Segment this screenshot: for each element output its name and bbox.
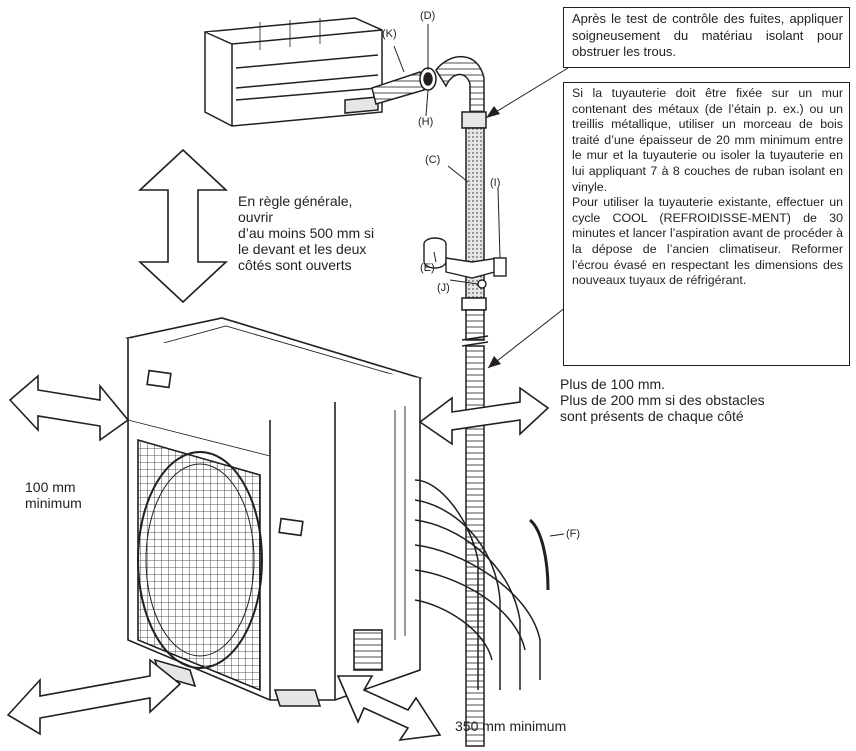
side-clearance-line-2: Plus de 200 mm si des obstacles bbox=[560, 392, 765, 408]
outdoor-unit bbox=[124, 317, 423, 707]
label-e: (E) bbox=[420, 262, 435, 274]
side-clearance-line-1: Plus de 100 mm. bbox=[560, 376, 666, 392]
pipe-column bbox=[435, 55, 489, 747]
label-j: (J) bbox=[437, 282, 450, 294]
top-clearance-line-5: côtés sont ouverts bbox=[238, 257, 352, 273]
side-clearance-line-3: sont présents de chaque côté bbox=[560, 408, 744, 424]
top-clearance-line-3: d’au moins 500 mm si bbox=[238, 225, 375, 241]
piping-note-paragraph-1: Si la tuyauterie doit être fixée sur un … bbox=[572, 86, 843, 194]
left-clearance-line-2: minimum bbox=[25, 495, 82, 511]
arrow-top-clearance bbox=[137, 148, 229, 304]
left-clearance-line-1: 100 mm bbox=[25, 479, 76, 495]
leader-arrow-top bbox=[486, 106, 500, 118]
top-clearance-line-4: le devant et les deux bbox=[238, 241, 367, 257]
leader-lines bbox=[393, 24, 576, 537]
top-clearance-line-2: ouvrir bbox=[238, 209, 274, 225]
clearance-arrows bbox=[6, 148, 550, 742]
top-clearance-line-1: En règle générale, bbox=[238, 193, 353, 209]
arrow-bottom-left bbox=[6, 658, 182, 736]
label-i: (I) bbox=[490, 177, 501, 189]
front-clearance-label: 350 mm minimum bbox=[455, 718, 567, 734]
leader-arrow-side bbox=[488, 356, 501, 368]
piping-note-paragraph-2: Pour utiliser la tuyauterie existante, e… bbox=[572, 195, 843, 288]
label-c: (C) bbox=[425, 154, 441, 166]
pipe-clamp bbox=[423, 237, 507, 289]
indoor-pipe bbox=[371, 67, 437, 105]
arrow-right-clearance bbox=[418, 386, 550, 446]
arrow-bottom-right bbox=[336, 675, 442, 742]
piping-note: Si la tuyauterie doit être fixée sur un … bbox=[563, 82, 850, 366]
leak-test-note-text: Après le test de contrôle des fuites, ap… bbox=[572, 11, 843, 59]
indoor-unit bbox=[204, 17, 383, 127]
label-h: (H) bbox=[418, 116, 434, 128]
label-d: (D) bbox=[420, 10, 436, 22]
arrow-left-clearance bbox=[8, 374, 130, 442]
leak-test-note: Après le test de contrôle des fuites, ap… bbox=[563, 7, 850, 68]
label-k: (K) bbox=[382, 28, 397, 40]
outdoor-pipes bbox=[414, 479, 550, 690]
label-f: (F) bbox=[566, 528, 581, 540]
